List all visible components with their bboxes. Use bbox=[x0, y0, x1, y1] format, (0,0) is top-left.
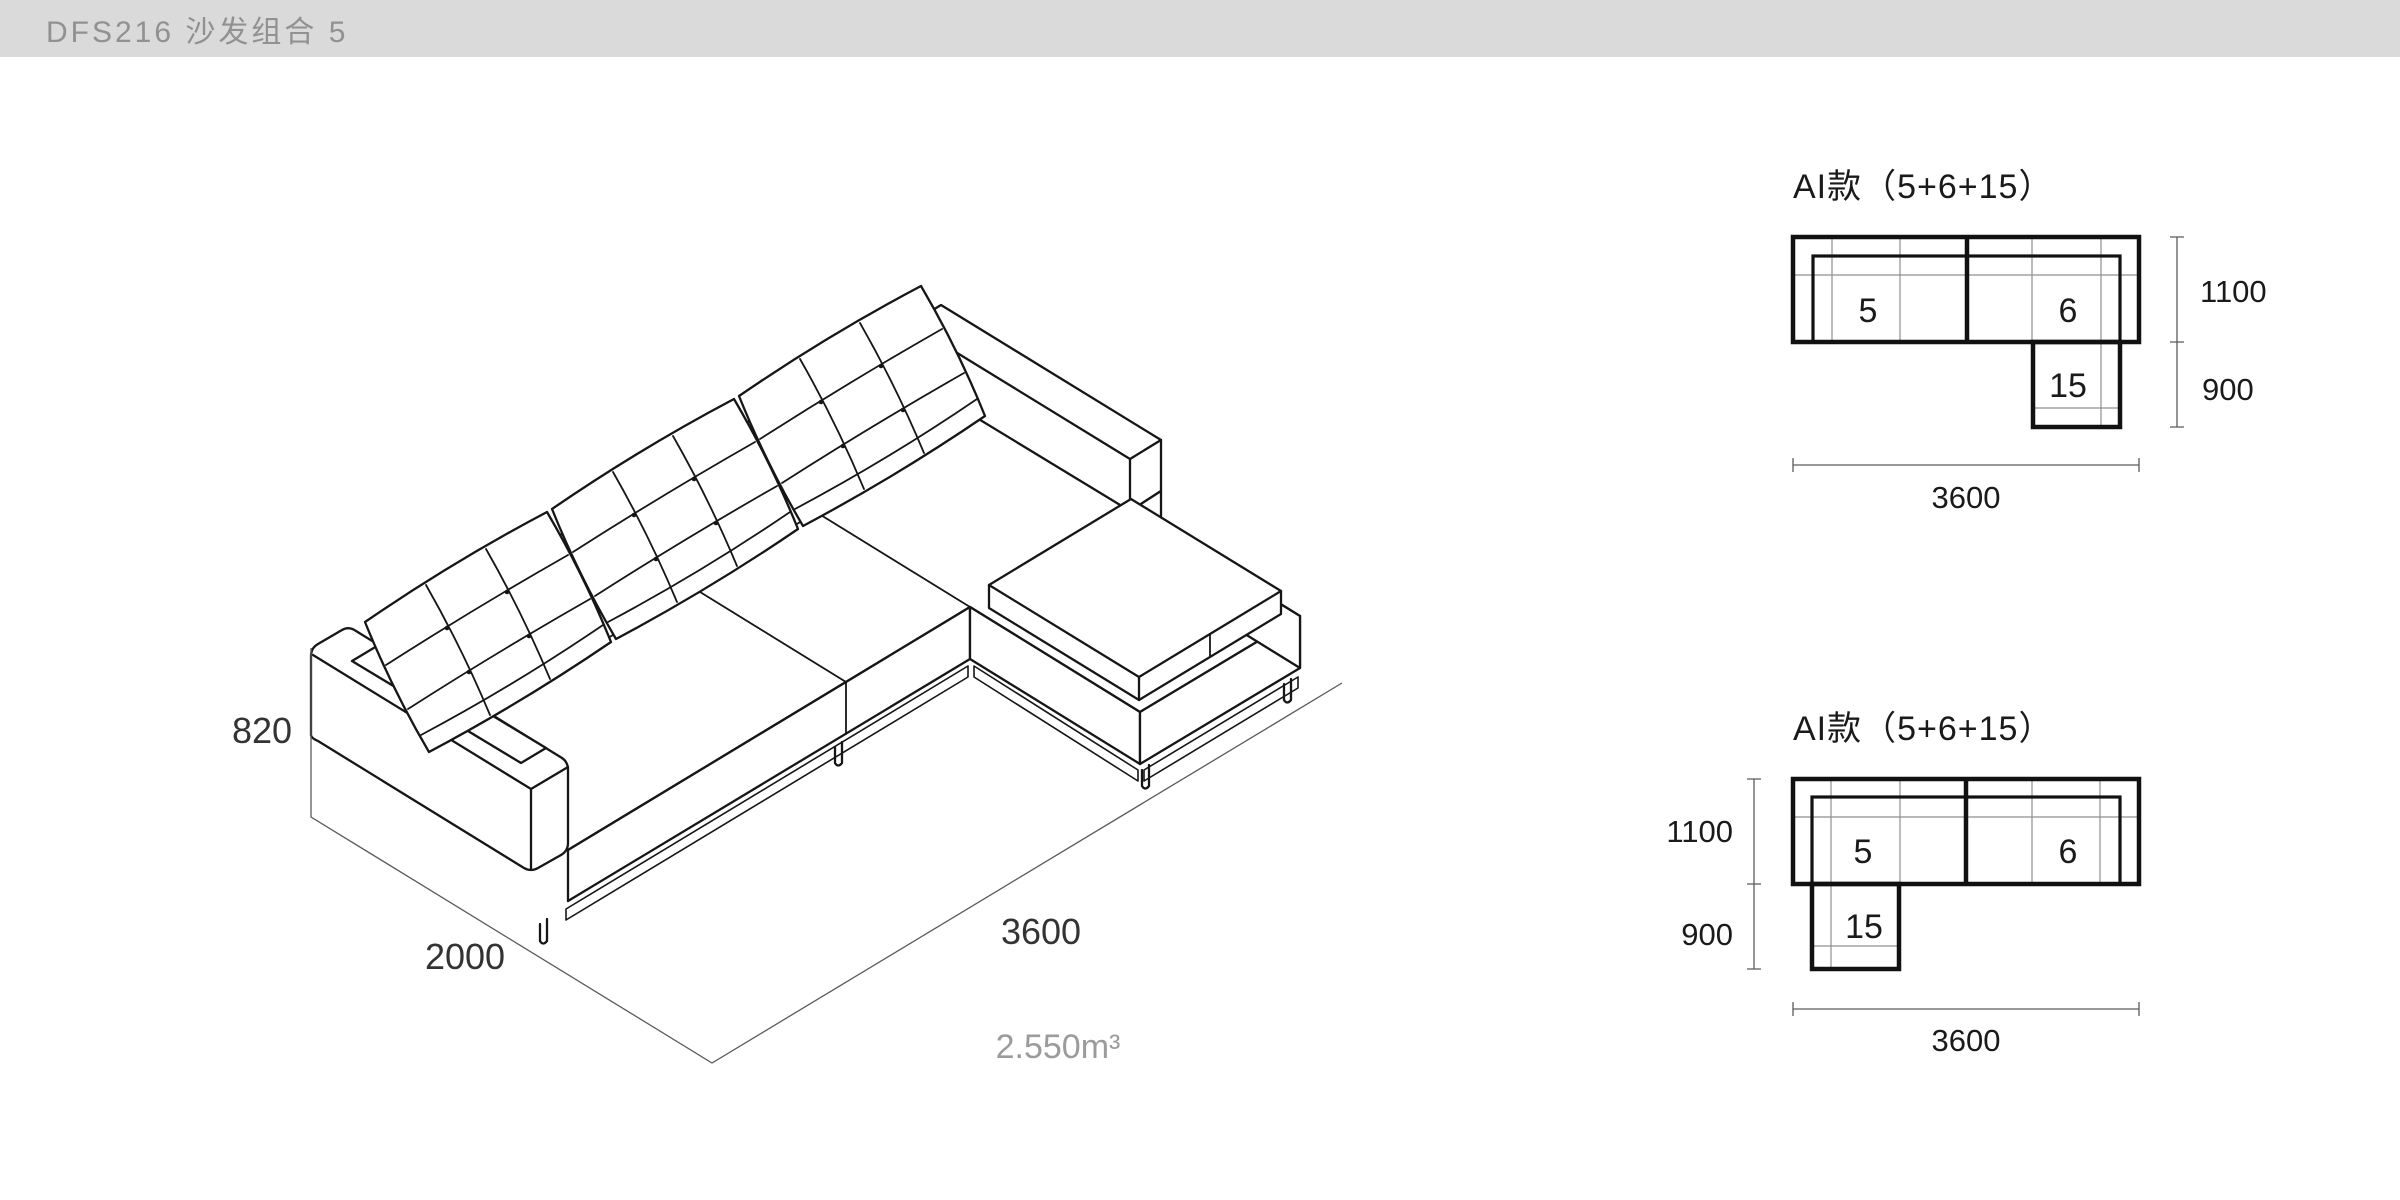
plan-bottom-dimension-lines bbox=[1747, 778, 2140, 1016]
plan-top-dimension-lines bbox=[1792, 236, 2184, 472]
plan-bottom-depth-label: 1100 bbox=[1666, 814, 1733, 849]
plan-top-width-label: 3600 bbox=[1932, 480, 2001, 515]
sofa-base-rails bbox=[565, 551, 1299, 921]
sofa-isometric-drawing: 820 2000 3600 2.550m³ bbox=[232, 284, 1343, 1066]
plan-top-title: AI款（5+6+15） bbox=[1793, 168, 2053, 206]
plan-bottom-chaise-label: 900 bbox=[1681, 917, 1733, 952]
plan-top-chaise-label: 900 bbox=[2202, 372, 2254, 407]
sofa-height-label: 820 bbox=[232, 710, 292, 751]
plan-top-depth-label: 1100 bbox=[2200, 274, 2267, 309]
plan-top-module15: 15 bbox=[2049, 367, 2087, 405]
plan-bottom-outline bbox=[1790, 776, 2142, 972]
plan-diagram-bottom: AI款（5+6+15） 5 6 15 1100 900 3600 bbox=[1666, 710, 2142, 1058]
plan-top-module5: 5 bbox=[1859, 292, 1878, 330]
plan-top-module6: 6 bbox=[2059, 292, 2078, 330]
sofa-chaise-cushion bbox=[987, 497, 1283, 702]
plan-bottom-module15: 15 bbox=[1845, 908, 1883, 946]
sofa-volume-label: 2.550m³ bbox=[996, 1028, 1121, 1066]
plan-bottom-title: AI款（5+6+15） bbox=[1793, 710, 2053, 748]
page-title: DFS216 沙发组合 5 bbox=[46, 15, 349, 49]
plan-diagram-top: AI款（5+6+15） 5 6 15 1100 900 3600 bbox=[1790, 168, 2267, 515]
sofa-length-label: 3600 bbox=[1001, 911, 1081, 952]
plan-bottom-module6: 6 bbox=[2059, 833, 2078, 871]
plan-bottom-module5: 5 bbox=[1854, 833, 1873, 871]
title-bar: DFS216 沙发组合 5 bbox=[0, 0, 2400, 57]
plan-top-outline bbox=[1790, 234, 2142, 430]
sofa-dimension-lines bbox=[310, 648, 1343, 1064]
plan-bottom-width-label: 3600 bbox=[1932, 1023, 2001, 1058]
sofa-depth-label: 2000 bbox=[425, 936, 505, 977]
